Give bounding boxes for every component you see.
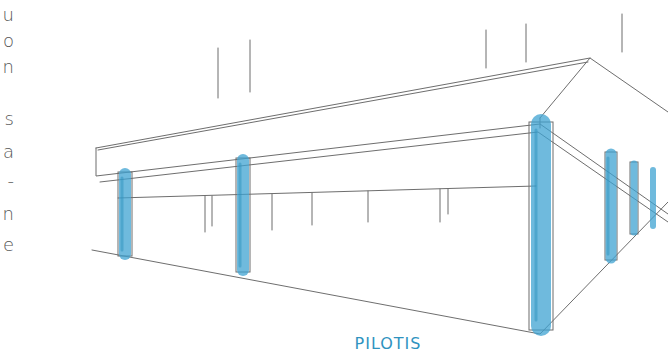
text-fragment: n [3,58,14,76]
text-fragment: n [3,205,14,223]
text-fragment: e [3,236,14,254]
text-fragment: u [3,6,14,24]
text-fragment: - [8,172,15,190]
text-fragment: o [3,32,14,50]
text-fragment: a [3,143,14,161]
caption-label: PILOTIS [355,336,422,352]
text-fragment: s [5,110,14,128]
